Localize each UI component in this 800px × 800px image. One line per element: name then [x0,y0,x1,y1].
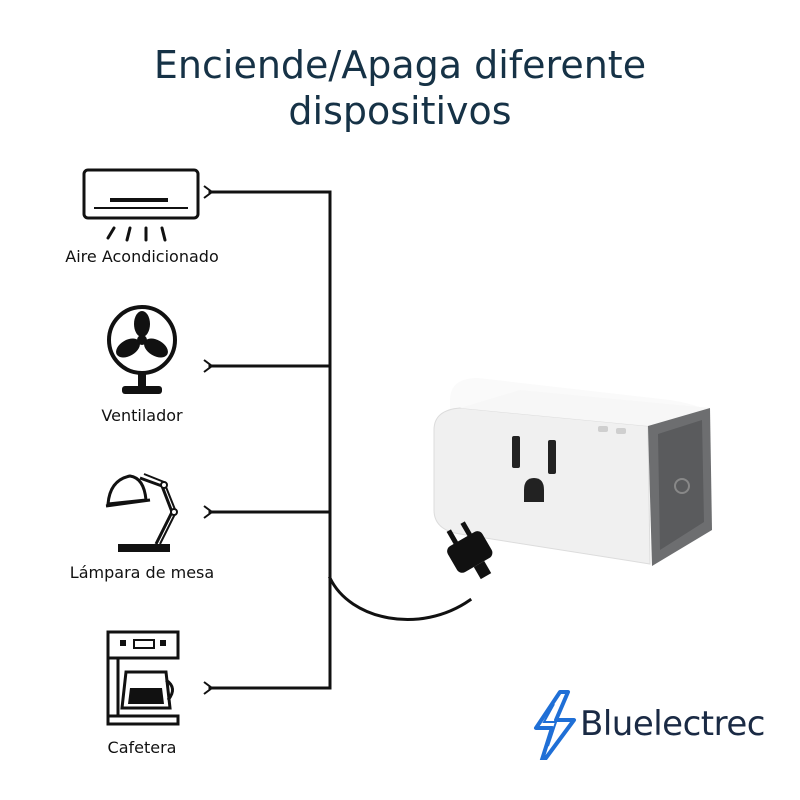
device-label-cafetera: Cafetera [107,738,177,757]
page-title: Enciende/Apaga diferente dispositivos [0,42,800,134]
title-line-1: Enciende/Apaga diferente [153,43,647,87]
cable-to-plug [327,575,473,621]
brand-name: Bluelectrec [580,704,765,744]
lightning-bolt-logo [534,690,576,760]
arrow-heads [203,185,214,695]
device-label-ventilador: Ventilador [101,406,183,425]
device-label-aire: Aire Acondicionado [65,247,219,266]
air-conditioner-icon [82,168,200,242]
desk-lamp-icon [105,473,178,552]
device-label-lampara: Lámpara de mesa [69,563,215,582]
coffee-maker-icon [106,630,180,726]
smart-plug-icon [433,378,712,580]
title-line-2: dispositivos [288,89,512,133]
fan-icon [107,305,177,394]
